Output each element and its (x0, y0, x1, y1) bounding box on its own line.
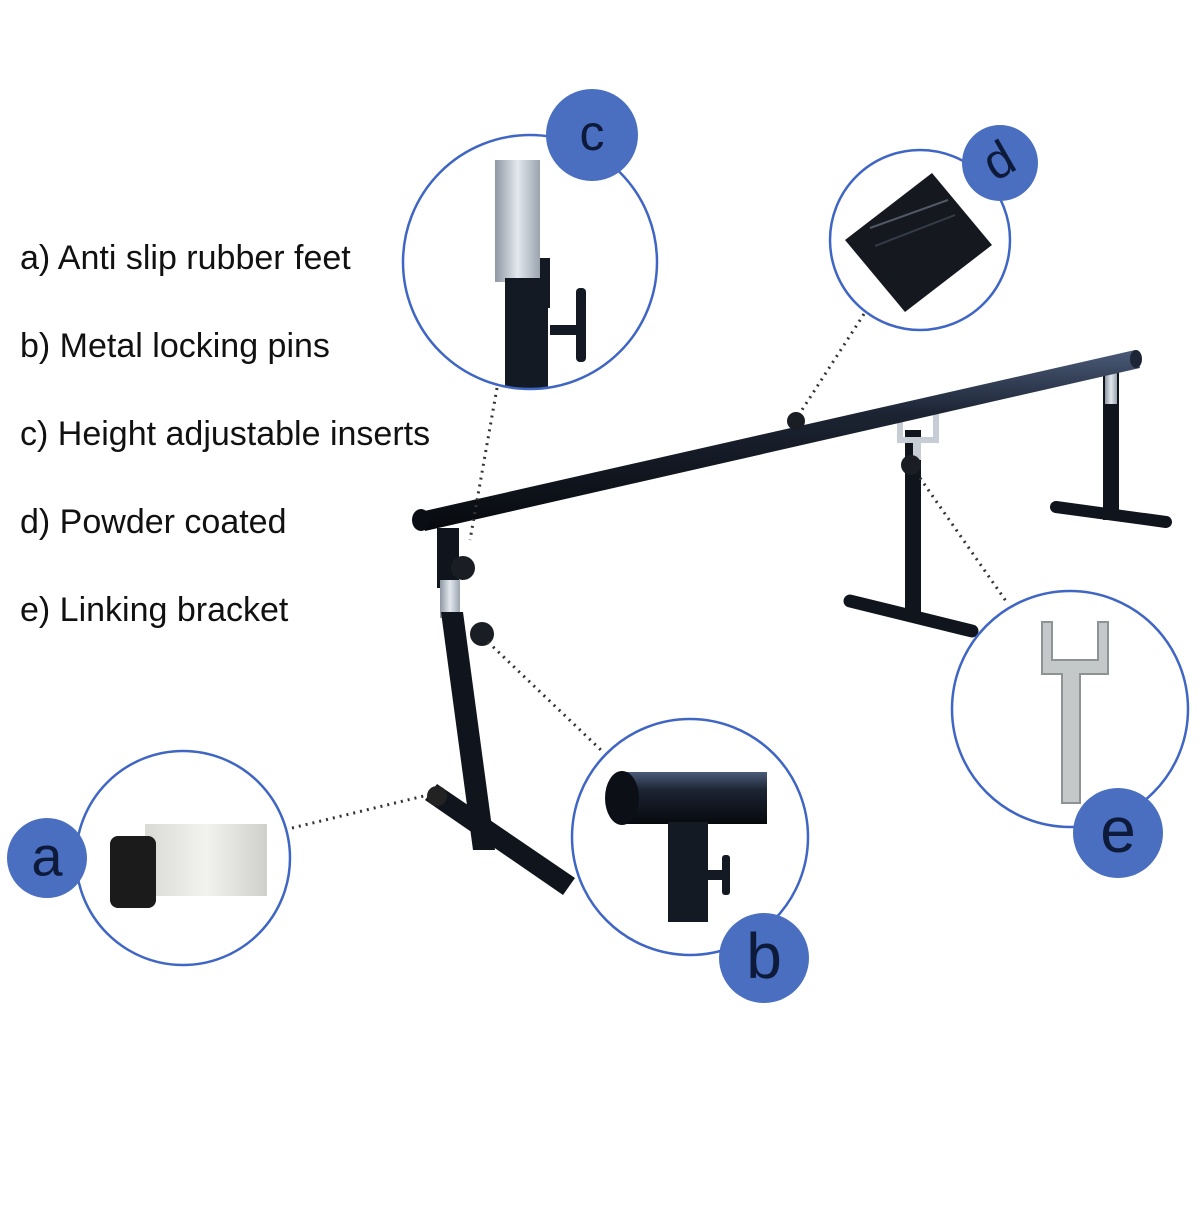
leader-line-d (798, 313, 866, 414)
leader-line-b (486, 640, 605, 754)
front-left-foot (425, 784, 575, 895)
rubber-cap-icon (110, 836, 156, 908)
callout-d-image (845, 173, 992, 312)
feature-height-adjustable-inserts: c) Height adjustable inserts (20, 415, 431, 453)
badge-b-label: b (746, 920, 782, 992)
callout-b (570, 717, 810, 957)
rail-end-cap-left (412, 509, 430, 531)
callout-d (828, 148, 1012, 332)
leader-line-e (918, 477, 1010, 605)
rubber-foot-marker (427, 786, 447, 806)
leader-line-c (468, 387, 499, 541)
front-left-upright-top (437, 528, 459, 588)
bracket-stem-on-frame (913, 440, 921, 460)
callout-d-ring (828, 148, 1012, 332)
callout-a (74, 749, 292, 967)
badge-e: e (1073, 788, 1163, 878)
badge-c: c (546, 89, 638, 181)
insert-pin-knob-icon (576, 288, 586, 362)
back-right-insert (1105, 370, 1117, 404)
callout-e-image (1041, 621, 1109, 804)
middle-locking-pin (901, 455, 921, 475)
back-right-foot (1050, 501, 1172, 528)
badge-b: b (719, 913, 809, 1003)
middle-upright (905, 430, 921, 616)
leader-line-a (291, 793, 429, 830)
linking-bracket-icon (1041, 621, 1109, 804)
feature-anti-slip-rubber-feet: a) Anti slip rubber feet (20, 239, 351, 277)
callout-c-image (495, 160, 586, 389)
callout-e-ring (950, 589, 1190, 829)
feature-linking-bracket: e) Linking bracket (20, 591, 289, 629)
ballet-barre (412, 350, 1172, 895)
callout-c-ring (401, 133, 659, 391)
callout-a-image (110, 824, 267, 908)
feature-powder-coated: d) Powder coated (20, 503, 287, 541)
callout-b-image (605, 771, 767, 922)
locking-pin-knob-icon (722, 855, 730, 895)
front-left-insert (440, 580, 460, 618)
badge-a: a (7, 818, 87, 898)
badge-d: d (962, 125, 1038, 201)
lower-locking-pin (470, 622, 494, 646)
badge-e-label: e (1100, 794, 1136, 866)
middle-foot (843, 594, 979, 638)
powder-coat-marker (787, 412, 805, 430)
upper-locking-pin (451, 556, 475, 580)
badge-c-label: c (580, 105, 605, 161)
leader-lines (291, 313, 1010, 830)
callout-b-ring (570, 717, 810, 957)
badge-a-label: a (31, 825, 63, 888)
top-rail (420, 350, 1140, 531)
feature-metal-locking-pins: b) Metal locking pins (20, 327, 330, 365)
powder-coat-swatch (845, 173, 992, 312)
front-left-upright-bottom (441, 612, 495, 850)
rail-end-cap-right (1130, 350, 1142, 368)
callout-e (950, 589, 1190, 829)
callout-c (401, 133, 659, 391)
back-right-upright (1103, 368, 1119, 520)
